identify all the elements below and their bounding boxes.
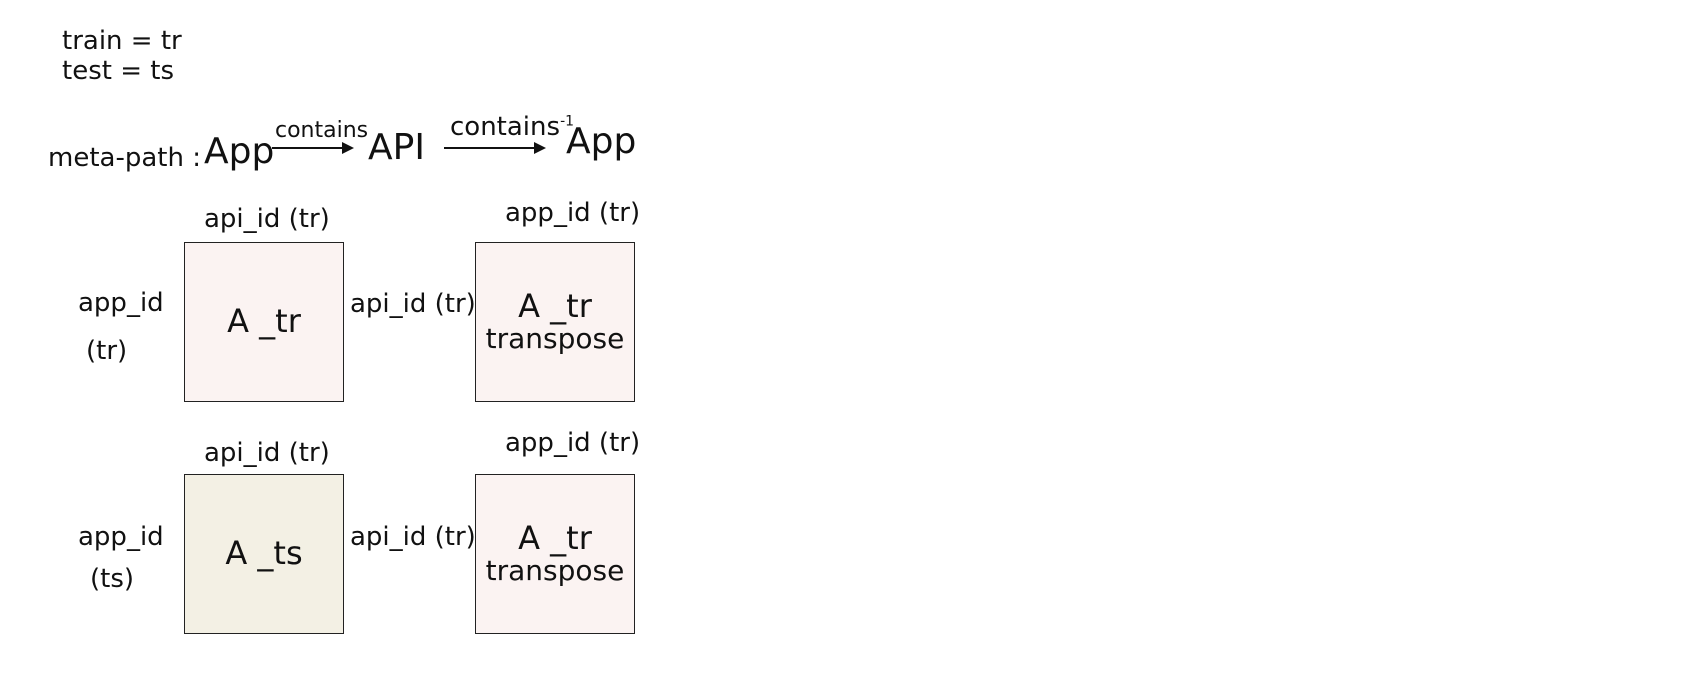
row2-right-matrix-label: A _tr (518, 519, 592, 557)
row2-middle-label: api_id (tr) (350, 522, 476, 552)
metapath-node-app-1: App (204, 131, 275, 172)
row1-right-col-label: app_id (tr) (505, 198, 641, 228)
metapath-node-api: API (368, 127, 425, 168)
row1-left-matrix: A _tr (184, 242, 344, 402)
metapath-edge-contains-inverse: contains-1 (450, 112, 575, 142)
row1-left-matrix-label: A _tr (227, 302, 301, 341)
legend-test: test = ts (62, 56, 174, 86)
row2-app-id-label: app_id (78, 522, 164, 552)
row2-left-col-label: api_id (tr) (204, 438, 330, 468)
row2-left-matrix: A _ts (184, 474, 344, 634)
metapath-edge-contains: contains (275, 118, 369, 143)
metapath-arrow-1 (272, 142, 354, 154)
row1-right-matrix-label: A _tr (518, 287, 592, 325)
metapath-label: meta-path : (48, 143, 201, 173)
row1-right-matrix: A _tr transpose (475, 242, 635, 402)
row2-left-matrix-label: A _ts (225, 534, 303, 573)
metapath-node-app-2: App (566, 121, 637, 162)
row1-app-id-label: app_id (78, 288, 164, 318)
metapath-arrow-2 (444, 142, 546, 154)
row2-right-col-label: app_id (tr) (505, 428, 641, 458)
row2-app-id-subset: (ts) (90, 564, 135, 594)
row1-middle-label: api_id (tr) (350, 289, 476, 319)
legend-train: train = tr (62, 26, 182, 56)
row2-right-matrix: A _tr transpose (475, 474, 635, 634)
row1-left-col-label: api_id (tr) (204, 204, 330, 234)
row1-app-id-subset: (tr) (86, 336, 128, 366)
row2-right-matrix-transpose: transpose (485, 554, 625, 588)
row1-right-matrix-transpose: transpose (485, 322, 625, 356)
